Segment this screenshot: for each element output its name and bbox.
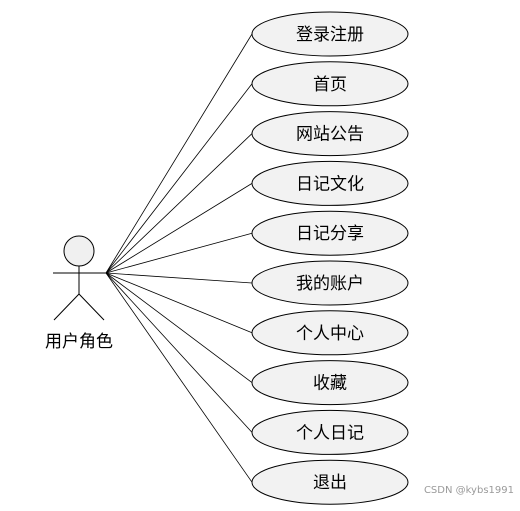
use-case: 我的账户 xyxy=(251,260,409,306)
use-case-label: 首页 xyxy=(313,75,347,95)
use-case-ellipse xyxy=(251,61,409,107)
use-case-label: 收藏 xyxy=(313,374,347,394)
use-case-ellipse xyxy=(251,459,409,505)
association-line xyxy=(105,83,253,274)
use-case-ellipse xyxy=(251,160,409,206)
association-line xyxy=(105,272,253,483)
use-case-ellipse xyxy=(251,11,409,57)
use-case-ellipse xyxy=(251,310,409,356)
use-case: 网站公告 xyxy=(251,111,409,157)
use-case-label: 登录注册 xyxy=(296,25,364,45)
use-case-label: 我的账户 xyxy=(296,274,364,294)
use-case: 登录注册 xyxy=(251,11,409,57)
use-case: 日记分享 xyxy=(251,210,409,256)
association-line xyxy=(105,183,253,274)
use-case-label: 日记分享 xyxy=(296,224,364,244)
use-case-ellipse xyxy=(251,260,409,306)
actor-label: 用户角色 xyxy=(45,332,113,352)
use-case-label: 个人中心 xyxy=(296,324,364,344)
use-case-ellipse xyxy=(251,409,409,455)
use-case: 收藏 xyxy=(251,360,409,406)
association-line xyxy=(105,272,253,433)
use-case-label: 退出 xyxy=(313,473,347,493)
association-line xyxy=(105,272,253,334)
use-case-ellipse xyxy=(251,111,409,157)
use-case-label: 日记文化 xyxy=(296,174,364,194)
actor: 用户角色 xyxy=(45,235,113,352)
association-line xyxy=(105,232,253,274)
use-case-ellipse xyxy=(251,210,409,256)
use-case-label: 网站公告 xyxy=(296,125,364,145)
use-case: 个人日记 xyxy=(251,409,409,455)
association-line xyxy=(105,272,253,383)
association-line xyxy=(105,272,253,284)
use-case-ellipse xyxy=(251,360,409,406)
association-line xyxy=(105,33,253,274)
use-case: 首页 xyxy=(251,61,409,107)
use-case: 退出 xyxy=(251,459,409,505)
use-case: 日记文化 xyxy=(251,160,409,206)
use-case: 个人中心 xyxy=(251,310,409,356)
actor-left-leg xyxy=(53,293,80,321)
association-line xyxy=(105,133,253,274)
watermark: CSDN @kybs1991 xyxy=(423,485,514,496)
use-case-label: 个人日记 xyxy=(296,423,364,443)
actor-head xyxy=(63,235,95,267)
actor-right-leg xyxy=(78,293,105,321)
association-lines xyxy=(105,33,253,483)
